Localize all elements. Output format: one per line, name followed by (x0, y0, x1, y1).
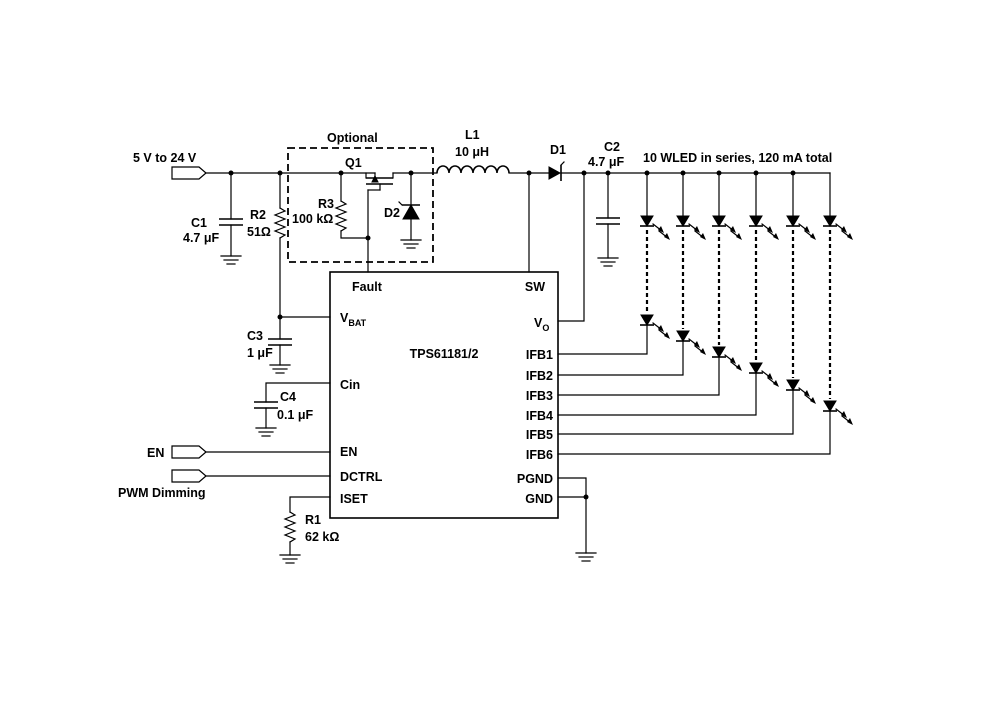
capacitor-c1 (219, 172, 243, 265)
en-label: EN (147, 446, 164, 460)
led-5-top (786, 215, 800, 227)
c3-name: C3 (247, 329, 263, 343)
pin-fault: Fault (352, 280, 383, 294)
c1-name: C1 (191, 216, 207, 230)
pin-dctrl: DCTRL (340, 470, 383, 484)
pin-vbat: VBAT (340, 311, 367, 328)
optional-label: Optional (327, 131, 378, 145)
inductor-l1 (436, 165, 510, 174)
led-6-bottom (823, 400, 837, 412)
ifb-wire-2 (557, 340, 684, 376)
pin-pgnd: PGND (517, 472, 553, 486)
optional-box (287, 147, 434, 263)
pin-ifb1: IFB1 (526, 348, 553, 362)
r1-name: R1 (305, 513, 321, 527)
led-4-top (749, 215, 763, 227)
r1-value: 62 kΩ (305, 530, 339, 544)
c4-name: C4 (280, 390, 296, 404)
led-1-top (640, 215, 654, 227)
q1-label: Q1 (345, 156, 362, 170)
r3-value: 100 kΩ (292, 212, 333, 226)
capacitor-c4 (254, 382, 331, 437)
diode-d1 (548, 161, 565, 181)
resistor-r3 (334, 172, 369, 239)
c4-value: 0.1 μF (277, 408, 313, 422)
led-2-bottom (676, 330, 690, 342)
pin-ifb3: IFB3 (526, 389, 553, 403)
pin-gnd: GND (525, 492, 553, 506)
r2-value: 51Ω (247, 225, 271, 239)
led-4-bottom (749, 362, 763, 374)
pwm-label: PWM Dimming (118, 486, 206, 500)
c3-value: 1 μF (247, 346, 273, 360)
pwm-connector (171, 469, 207, 483)
ifb-wire-4 (557, 372, 757, 416)
led-strings (557, 172, 853, 455)
mosfet-q1 (365, 172, 394, 273)
capacitor-c3 (268, 316, 292, 374)
c1-value: 4.7 μF (183, 231, 219, 245)
led-3-bottom (712, 346, 726, 358)
pin-iset: ISET (340, 492, 368, 506)
vin-label: 5 V to 24 V (133, 151, 197, 165)
vo-wire (557, 172, 585, 322)
ifb-wire-1 (557, 324, 648, 355)
led-description: 10 WLED in series, 120 mA total (643, 151, 832, 165)
pin-cin: Cin (340, 378, 360, 392)
d1-label: D1 (550, 143, 566, 157)
resistor-r1 (279, 496, 331, 564)
pin-vo: VO (534, 316, 549, 333)
led-2-top (676, 215, 690, 227)
r2-name: R2 (250, 208, 266, 222)
pin-en: EN (340, 445, 357, 459)
ic-name: TPS61181/2 (410, 347, 479, 361)
resistor-r2 (273, 172, 287, 318)
led-3-top (712, 215, 726, 227)
l1-value: 10 μH (455, 145, 489, 159)
d2-label: D2 (384, 206, 400, 220)
pin-sw: SW (525, 280, 545, 294)
pin-ifb2: IFB2 (526, 369, 553, 383)
c2-value: 4.7 μF (588, 155, 624, 169)
pin-ifb5: IFB5 (526, 428, 553, 442)
zener-d2 (398, 172, 422, 249)
capacitor-c2 (596, 172, 620, 267)
ifb-wire-3 (557, 356, 720, 396)
ic-ground (557, 477, 597, 562)
l1-name: L1 (465, 128, 480, 142)
vin-connector (171, 166, 207, 180)
en-connector (171, 445, 207, 459)
led-1-bottom (640, 314, 654, 326)
led-6-top (823, 215, 837, 227)
ifb-wire-6 (557, 410, 831, 455)
ifb-wire-5 (557, 389, 794, 435)
pin-ifb4: IFB4 (526, 409, 553, 423)
c2-name: C2 (604, 140, 620, 154)
r3-name: R3 (318, 197, 334, 211)
led-5-bottom (786, 379, 800, 391)
pin-ifb6: IFB6 (526, 448, 553, 462)
